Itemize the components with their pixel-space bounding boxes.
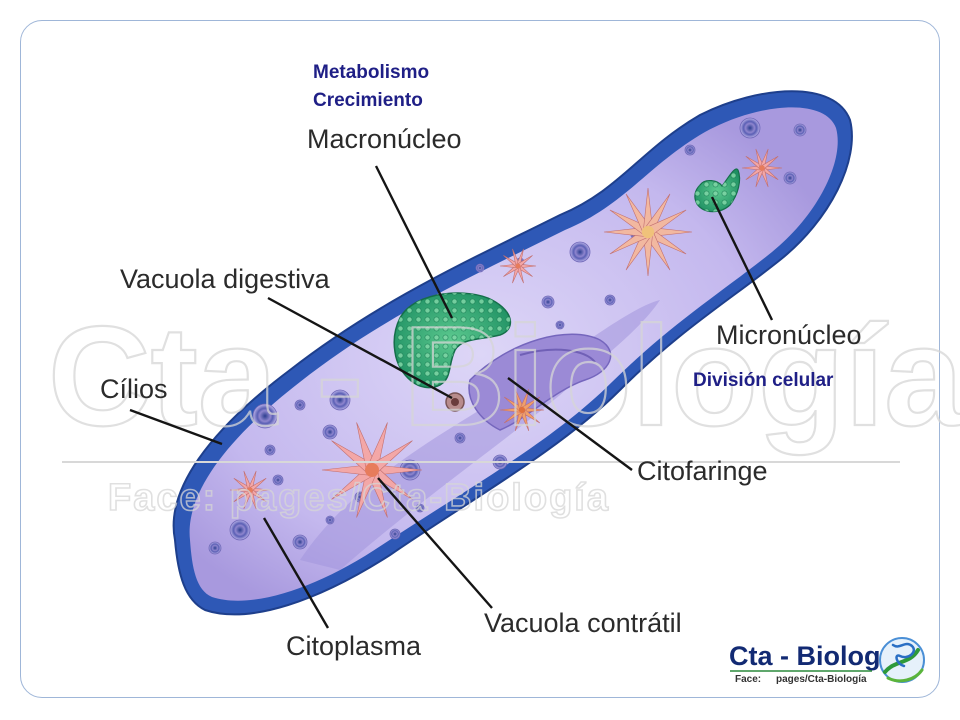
leader-citofaringe [507, 377, 633, 471]
logo-pages: pages/Cta-Biología [776, 674, 867, 685]
label-macronucleo: Macronúcleo [307, 124, 462, 154]
leader-citoplasma [262, 517, 330, 629]
watermark-sub: Face: pages/Cta-Biología [108, 477, 610, 519]
leader-cilios [129, 408, 223, 446]
label-citofaringe: Citofaringe [637, 456, 768, 486]
label-crecimiento: Crecimiento [313, 90, 423, 111]
label-vacuola-digestiva: Vacuola digestiva [120, 264, 331, 294]
leader-macronucleo [374, 165, 454, 319]
cytopharynx-shape [468, 333, 612, 431]
watermark-main: Cta - Biología [48, 297, 960, 456]
dna-globe-icon [879, 637, 925, 683]
label-cilios: Cílios [100, 374, 168, 404]
logo-title: Cta - Biología [729, 641, 904, 671]
label-citoplasma: Citoplasma [286, 631, 422, 661]
logo-face: Face: [735, 674, 761, 685]
leader-micronucleo [710, 196, 774, 321]
organelles [208, 117, 807, 555]
label-division-celular: División celular [693, 370, 834, 391]
contractile-vacuoles [229, 148, 783, 518]
cta-biologia-logo: Cta - Biología Face: pages/Cta-Biología [729, 637, 925, 685]
leader-vacuola-digestiva [267, 296, 453, 400]
label-vacuola-contratil: Vacuola contrátil [484, 608, 682, 638]
leader-vacuola-contratil [377, 477, 493, 609]
label-micronucleo: Micronúcleo [716, 320, 862, 350]
label-metabolismo: Metabolismo [313, 62, 429, 83]
